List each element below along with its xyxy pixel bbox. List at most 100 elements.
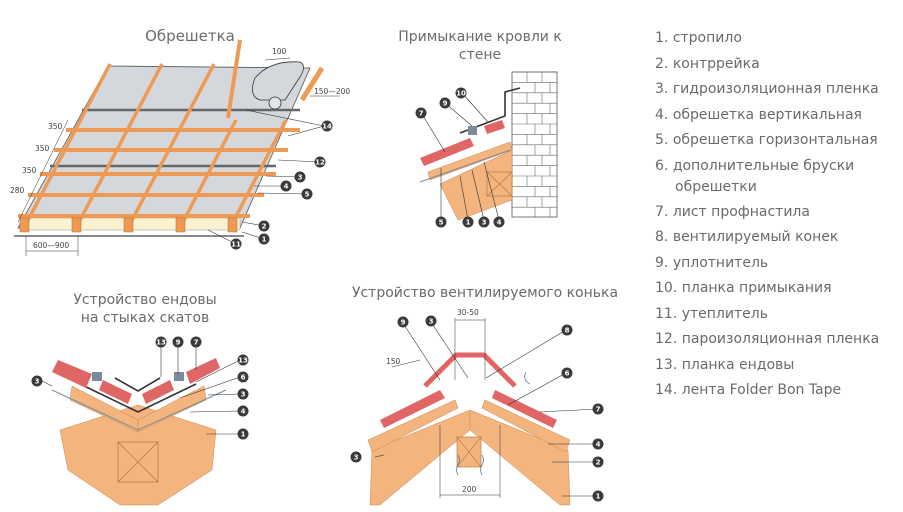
svg-text:4: 4 <box>284 183 289 191</box>
svg-text:5: 5 <box>439 219 444 227</box>
legend-item-text: планка ендовы <box>681 356 795 373</box>
svg-text:11: 11 <box>231 241 241 249</box>
ridge-diagram: 30-50 150 200 9 3 8 6 7 4 2 3 1 <box>350 308 604 506</box>
svg-text:9: 9 <box>176 339 181 347</box>
wall-leaders <box>421 92 500 221</box>
marker-6: 6 <box>561 367 573 379</box>
lathing-dimensions <box>17 57 340 256</box>
seal-left <box>92 372 102 381</box>
dim-280: 280 <box>10 186 25 195</box>
legend-item-number: 2. <box>655 55 669 72</box>
marker-6: 6 <box>237 371 249 383</box>
wall-junction-title: Примыкание кровли к стене <box>390 28 570 64</box>
valley-markers: 13 9 7 13 6 3 3 4 1 <box>31 336 249 440</box>
flashing <box>459 87 521 134</box>
marker-4: 4 <box>493 216 505 228</box>
legend-item-number: 6. <box>655 157 669 174</box>
valley-title-line2: на стыках скатов <box>80 310 210 326</box>
counter-batten <box>427 141 513 181</box>
marker-3-left: 3 <box>350 451 362 463</box>
valley-flashing-upper <box>114 377 161 392</box>
legend-item-number: 4. <box>655 106 669 123</box>
lathing-title: Обрешетка <box>145 27 235 45</box>
legend-item: 13. планка ендовы <box>655 353 900 379</box>
legend-item-text: дополнительные бруски <box>672 157 855 174</box>
legend-item-number: 10. <box>655 280 678 296</box>
seal <box>468 126 477 135</box>
svg-text:10: 10 <box>456 90 466 98</box>
marker-1: 1 <box>258 233 270 245</box>
marker-13-top: 13 <box>155 336 167 348</box>
legend-item: 11. утеплитель <box>655 302 900 328</box>
roll-end <box>268 96 282 110</box>
legend-item-number: 9. <box>655 254 669 271</box>
marker-7: 7 <box>592 403 604 415</box>
legend-item: 3. гидроизоляционная пленка <box>655 77 900 103</box>
sheet-right-2 <box>186 358 220 384</box>
marker-3-right: 3 <box>237 388 249 400</box>
svg-text:9: 9 <box>401 319 406 327</box>
membrane <box>51 389 227 431</box>
marker-1: 1 <box>462 216 474 228</box>
dim-150-200: 150—200 <box>314 87 350 96</box>
dim-600-900: 600—900 <box>33 241 69 250</box>
dim-350-c: 350 <box>22 166 37 175</box>
dim-350-b: 350 <box>35 144 50 153</box>
marker-7: 7 <box>190 336 202 348</box>
airflow-arrows <box>456 371 531 476</box>
marker-5: 5 <box>301 188 313 200</box>
marker-3-top: 3 <box>425 315 437 327</box>
marker-3-left: 3 <box>31 375 43 387</box>
ridge-title: Устройство вентилируемого конька <box>351 285 619 301</box>
legend-item-number: 12. <box>655 331 678 347</box>
svg-text:8: 8 <box>565 327 570 335</box>
marker-8: 8 <box>561 324 573 336</box>
valley-leaders <box>41 347 241 435</box>
svg-text:7: 7 <box>419 110 424 118</box>
sheet-right <box>142 380 174 404</box>
legend-item-number: 7. <box>655 203 669 220</box>
sheet-left-2 <box>99 380 132 404</box>
marker-7: 7 <box>415 107 427 119</box>
svg-text:9: 9 <box>443 100 448 108</box>
marker-3: 3 <box>294 171 306 183</box>
ridge-dimension-labels: 30-50 150 200 <box>386 308 479 494</box>
marker-2: 2 <box>258 220 270 232</box>
rafter-left <box>369 409 471 506</box>
counter-batten-right <box>299 66 325 102</box>
marker-1: 1 <box>237 428 249 440</box>
svg-text:2: 2 <box>596 459 601 467</box>
svg-text:3: 3 <box>35 378 40 386</box>
marker-2: 2 <box>592 456 604 468</box>
legend-item: 4. обрешетка вертикальная <box>655 103 900 129</box>
svg-text:5: 5 <box>305 191 310 199</box>
legend-item-text: уплотнитель <box>672 254 769 271</box>
profile-sheet <box>420 138 474 166</box>
valley-title-line1: Устройство ендовы <box>73 292 217 308</box>
legend-item-text: утеплитель <box>681 305 768 322</box>
marker-5: 5 <box>435 216 447 228</box>
svg-text:13: 13 <box>238 357 248 365</box>
svg-text:13: 13 <box>156 339 166 347</box>
rafters <box>19 217 238 233</box>
ridge-markers: 9 3 8 6 7 4 2 3 1 <box>350 315 604 502</box>
legend-item: 9. уплотнитель <box>655 251 900 277</box>
svg-text:1: 1 <box>262 236 267 244</box>
svg-text:6: 6 <box>565 370 570 378</box>
dim-100: 100 <box>272 47 287 56</box>
svg-text:4: 4 <box>596 441 601 449</box>
legend-item: 10. планка примыкания <box>655 276 900 302</box>
legend-item-number: 5. <box>655 132 669 148</box>
wall-junction-title-line2: стене <box>458 47 502 63</box>
vertical-battens <box>24 63 288 225</box>
legend-item-text: обрешетка горизонтальная <box>672 132 878 148</box>
legend-item-number: 11. <box>655 305 678 322</box>
valley-flashing <box>79 383 197 413</box>
dim-350-a: 350 <box>48 122 63 131</box>
svg-text:7: 7 <box>194 339 199 347</box>
marker-9: 9 <box>397 316 409 328</box>
wall-markers: 10 9 7 5 1 3 4 <box>415 87 505 228</box>
marker-9: 9 <box>439 97 451 109</box>
